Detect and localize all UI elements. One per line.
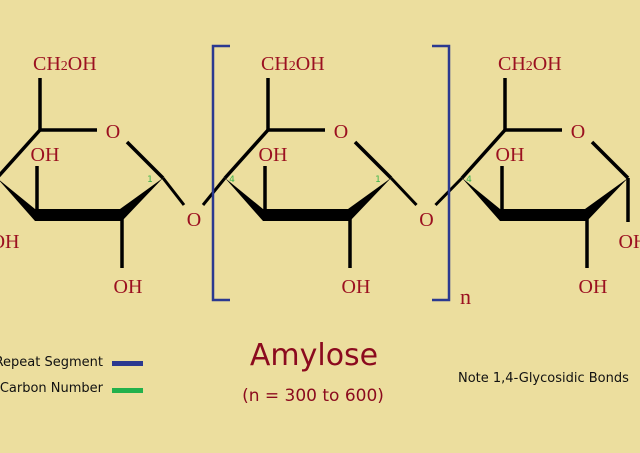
diagram-title: Amylose bbox=[249, 338, 379, 373]
ch2oh-label: CH2OH bbox=[261, 53, 325, 75]
hydroxyl-label: OH bbox=[0, 231, 19, 253]
c5-c4-bond bbox=[460, 128, 507, 180]
glycosidic-oxygen-label: O bbox=[187, 209, 201, 231]
ch2oh-label: CH2OH bbox=[33, 53, 97, 75]
ring-wedge-bonds bbox=[462, 178, 628, 221]
c1-glycosidic-bond bbox=[389, 176, 418, 207]
hydroxyl-label: OH bbox=[619, 231, 640, 253]
hydroxyl-label: OH bbox=[496, 144, 525, 166]
hydroxyl-label: OH bbox=[114, 276, 143, 298]
hydroxyl-label: OH bbox=[342, 276, 371, 298]
hydroxyl-label: OH bbox=[259, 144, 288, 166]
repeat-count-label: n bbox=[460, 284, 471, 309]
legend-repeat-segment-swatch bbox=[112, 361, 143, 366]
glycosidic-oxygen-label: O bbox=[419, 209, 433, 231]
carbon-1-number: 1 bbox=[375, 175, 381, 185]
ring-wedge-bonds bbox=[0, 178, 163, 221]
carbon-1-number: 1 bbox=[147, 175, 153, 185]
hydroxyl-label: OH bbox=[579, 276, 608, 298]
ch2oh-label: CH2OH bbox=[498, 53, 562, 75]
legend-repeat-segment-label: Repeat Segment bbox=[0, 355, 103, 370]
left-repeat-bracket bbox=[211, 44, 230, 302]
right-repeat-bracket bbox=[432, 44, 451, 302]
glycosidic-note: Note 1,4-Glycosidic Bonds bbox=[458, 371, 629, 386]
ring-oxygen-label: O bbox=[571, 121, 585, 143]
hydroxyl-label: OH bbox=[31, 144, 60, 166]
ring-wedge-bonds bbox=[225, 178, 391, 221]
o-c1-bond bbox=[353, 140, 393, 180]
diagram-subtitle: (n = 300 to 600) bbox=[242, 386, 384, 406]
c1-glycosidic-bond bbox=[161, 177, 186, 206]
carbon-4-number: 4 bbox=[466, 175, 472, 185]
ring-oxygen-label: O bbox=[106, 121, 120, 143]
o-c1-bond bbox=[125, 140, 165, 180]
o-c1-bond bbox=[590, 140, 630, 180]
c5-c4-bond bbox=[223, 128, 270, 180]
c5-c4-bond bbox=[0, 128, 42, 178]
legend-carbon-number-label: Carbon Number bbox=[0, 381, 103, 396]
carbon-4-number: 4 bbox=[229, 175, 235, 185]
ring-oxygen-label: O bbox=[334, 121, 348, 143]
legend-carbon-number-swatch bbox=[112, 388, 143, 393]
